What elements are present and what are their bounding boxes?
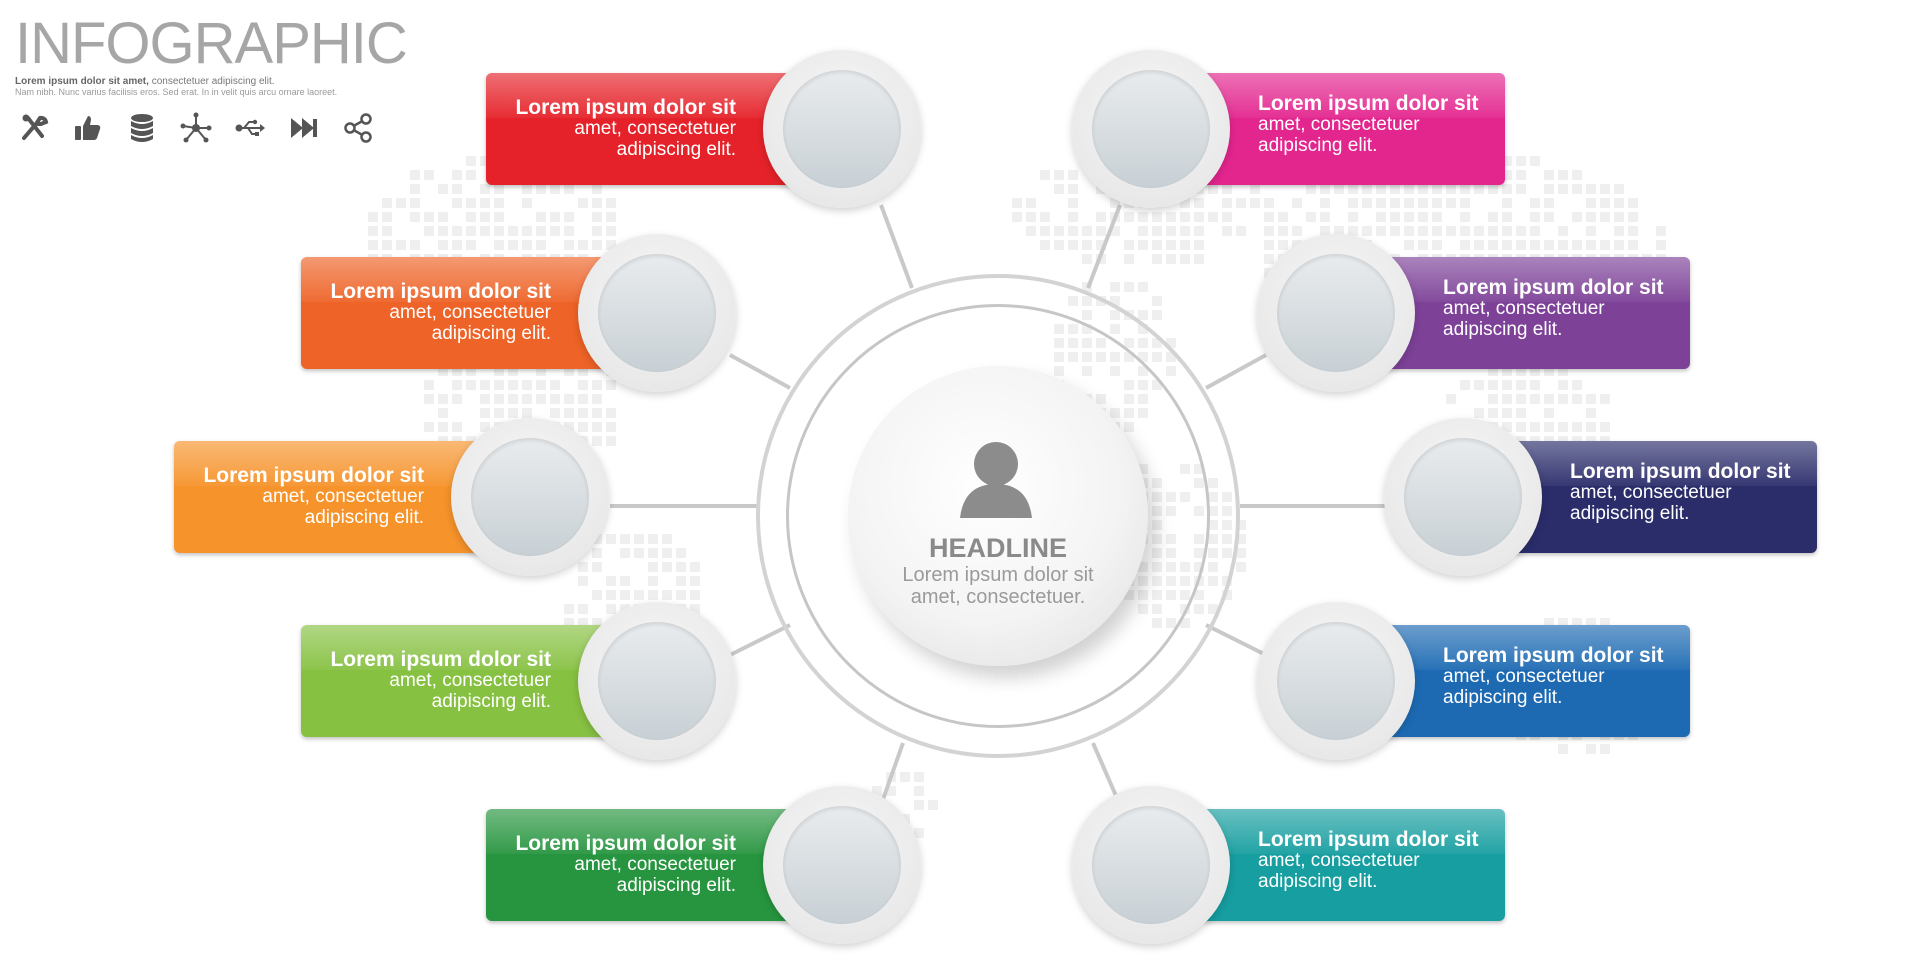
subtitle-line-2: Nam nibh. Nunc varius facilisis eros. Se… [15,87,338,97]
usb-icon [235,119,265,136]
database-icon [131,114,153,142]
item-1-line-2: amet, consectetuer [574,118,736,139]
item-10-circle [1072,786,1230,944]
item-10-line-2: amet, consectetuer [1258,850,1420,871]
item-7-circle [1257,234,1415,392]
item-3-line-3: adipiscing elit. [304,507,424,528]
list-item-10-bar: Lorem ipsum dolor sit amet, consectetuer… [1200,809,1505,921]
center-headline: HEADLINE [928,533,1067,563]
list-item-9-bar: Lorem ipsum dolor sit amet, consectetuer… [1385,625,1690,737]
item-9-line-3: adipiscing elit. [1443,687,1563,708]
item-9-circle [1257,602,1415,760]
item-7-line-2: amet, consectetuer [1443,298,1605,319]
network-icon [180,112,212,143]
subtitle-line-1: Lorem ipsum dolor sit amet, consectetuer… [15,76,407,87]
center-outer-ring [756,274,1240,758]
list-item-3-bar: Lorem ipsum dolor sit amet, consectetuer… [174,441,484,553]
list-item-5-bar: Lorem ipsum dolor sit amet, consectetuer… [486,809,796,921]
item-5-title: Lorem ipsum dolor sit [515,832,736,855]
center-description: Lorem ipsum dolor sit amet, consectetuer… [848,564,1148,608]
list-item-2-bar: Lorem ipsum dolor sit amet, consectetuer… [301,257,611,369]
item-10-title: Lorem ipsum dolor sit [1258,828,1479,851]
item-6-title: Lorem ipsum dolor sit [1258,92,1479,115]
item-1-line-3: adipiscing elit. [616,139,736,160]
center-inner-ring [786,304,1210,728]
item-8-circle [1384,418,1542,576]
center-line-2: amet, consectetuer. [910,586,1086,608]
item-7-line-3: adipiscing elit. [1443,319,1563,340]
item-4-title: Lorem ipsum dolor sit [330,648,551,671]
connector-line [1205,623,1267,657]
page-title: INFOGRAPHIC [15,11,408,76]
thumbs-up-icon [75,116,101,140]
item-2-circle [578,234,736,392]
item-4-line-3: adipiscing elit. [431,691,551,712]
logo-block: INFOGRAPHIC Lorem ipsum dolor sit amet, … [15,11,408,98]
item-3-line-2: amet, consectetuer [262,486,424,507]
list-item-1-bar: Lorem ipsum dolor sit amet, consectetuer… [486,73,796,185]
connector-line [879,204,914,289]
list-item-8-bar: Lorem ipsum dolor sit amet, consectetuer… [1512,441,1817,553]
center-line-1: Lorem ipsum dolor sit [902,564,1094,586]
list-item-7-bar: Lorem ipsum dolor sit amet, consectetuer… [1385,257,1690,369]
item-2-line-3: adipiscing elit. [431,323,551,344]
item-7-title: Lorem ipsum dolor sit [1443,276,1664,299]
subtitle-bold: Lorem ipsum dolor sit amet, [15,76,149,87]
item-1-title: Lorem ipsum dolor sit [515,96,736,119]
connector-line [729,623,791,657]
subtitle-rest: consectetuer adipiscing elit. [151,76,275,87]
tools-icon [22,114,49,140]
item-6-line-3: adipiscing elit. [1258,135,1378,156]
item-4-circle [578,602,736,760]
connector-line [879,742,905,806]
item-9-title: Lorem ipsum dolor sit [1443,644,1664,667]
item-3-circle [451,418,609,576]
list-item-4-bar: Lorem ipsum dolor sit amet, consectetuer… [301,625,611,737]
item-9-line-2: amet, consectetuer [1443,666,1605,687]
item-10-line-3: adipiscing elit. [1258,871,1378,892]
item-6-circle [1072,50,1230,208]
connector-line [1086,204,1122,289]
connector-line [729,353,791,390]
item-5-line-2: amet, consectetuer [574,854,736,875]
item-5-line-3: adipiscing elit. [616,875,736,896]
fast-forward-icon [291,118,317,138]
item-2-line-2: amet, consectetuer [389,302,551,323]
item-4-line-2: amet, consectetuer [389,670,551,691]
share-icon [344,113,372,143]
item-6-line-2: amet, consectetuer [1258,114,1420,135]
item-8-title: Lorem ipsum dolor sit [1570,460,1791,483]
item-8-line-3: adipiscing elit. [1570,503,1690,524]
item-3-title: Lorem ipsum dolor sit [203,464,424,487]
list-item-6-bar: Lorem ipsum dolor sit amet, consectetuer… [1200,73,1505,185]
item-2-title: Lorem ipsum dolor sit [330,280,551,303]
connector-line [1205,353,1267,390]
icon-row [18,112,374,144]
item-8-line-2: amet, consectetuer [1570,482,1732,503]
item-1-circle [763,50,921,208]
user-icon [960,442,1032,518]
item-5-circle [763,786,921,944]
